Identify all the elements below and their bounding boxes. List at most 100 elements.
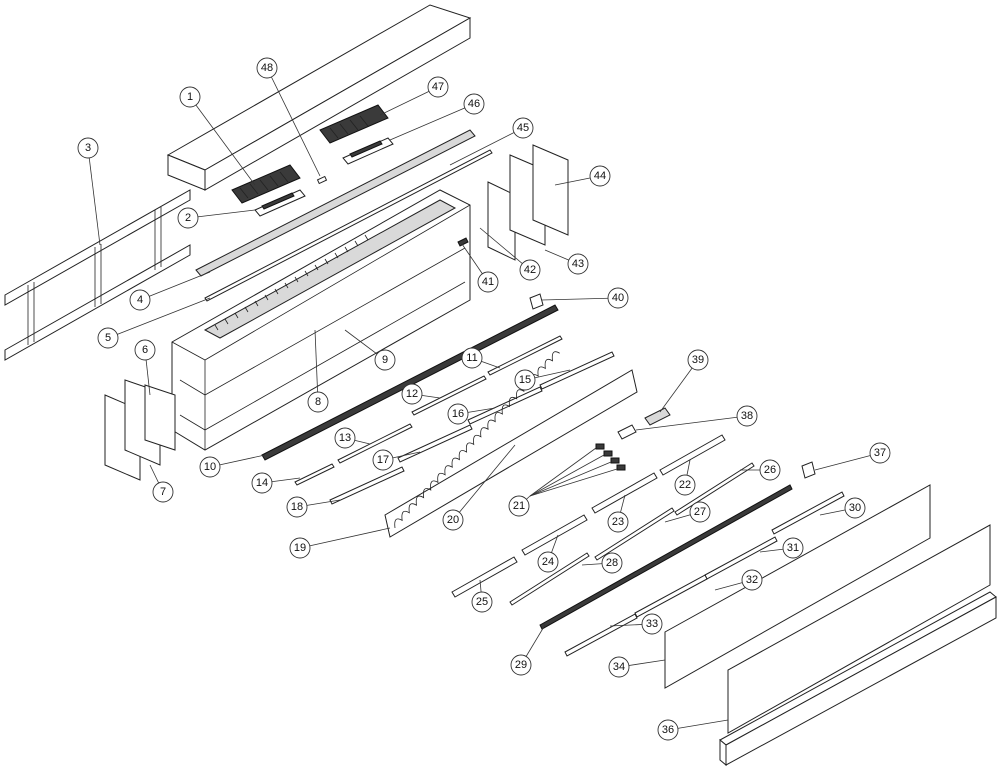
- callout-11: 11: [461, 347, 483, 369]
- callout-circle: [674, 474, 696, 496]
- callout-circle: [514, 369, 536, 391]
- fan-bracket-right: [342, 137, 394, 165]
- callout-circle: [608, 656, 630, 678]
- callout-circle: [589, 165, 611, 187]
- callout-circle: [607, 287, 629, 309]
- callout-17: 17: [372, 449, 394, 471]
- led-strip-22: [659, 434, 726, 476]
- callout-24: 24: [537, 551, 559, 573]
- callout-circle: [129, 289, 151, 311]
- callout-33: 33: [641, 613, 663, 635]
- callout-circle: [657, 719, 679, 741]
- fan-left: [231, 164, 301, 204]
- callout-number: 21: [513, 500, 525, 512]
- callout-21: 21: [508, 495, 530, 517]
- callout-number: 23: [612, 516, 624, 528]
- callout-number: 15: [519, 374, 531, 386]
- callout-number: 9: [382, 354, 388, 366]
- connector-set: [529, 443, 626, 497]
- callout-40: 40: [607, 287, 629, 309]
- clip-41: [457, 237, 469, 247]
- callout-number: 31: [787, 542, 799, 554]
- callout-4: 4: [129, 289, 151, 311]
- leader-line: [107, 297, 211, 339]
- callout-circle: [463, 93, 485, 115]
- callout-30: 30: [844, 497, 866, 519]
- callout-number: 6: [142, 344, 148, 356]
- leader-line: [814, 452, 881, 471]
- rail-bar-thin: [204, 149, 493, 302]
- leader-line: [187, 209, 256, 219]
- callout-circle: [844, 497, 866, 519]
- callout-26: 26: [759, 459, 781, 481]
- callout-number: 27: [694, 506, 706, 518]
- leader-line: [189, 96, 256, 186]
- callout-circle: [442, 509, 464, 531]
- callout-1: 1: [179, 86, 201, 108]
- callout-15: 15: [514, 369, 536, 391]
- led-rail-26: [674, 462, 755, 516]
- callout-number: 36: [662, 724, 674, 736]
- callout-number: 22: [679, 479, 691, 491]
- callout-circle: [537, 551, 559, 573]
- callout-10: 10: [199, 456, 221, 478]
- bracket-31: [704, 536, 778, 580]
- callout-41: 41: [477, 271, 499, 293]
- leader-line: [299, 527, 391, 549]
- callout-circle: [508, 495, 530, 517]
- callout-47: 47: [427, 76, 449, 98]
- callout-22: 22: [674, 474, 696, 496]
- callout-38: 38: [736, 405, 758, 427]
- led-rail-28: [509, 552, 590, 606]
- leader-line: [379, 86, 439, 116]
- callout-circle: [736, 405, 758, 427]
- side-frame-44: [532, 144, 569, 236]
- callout-circle: [782, 537, 804, 559]
- callout-number: 38: [741, 410, 753, 422]
- callout-2: 2: [177, 207, 199, 229]
- callout-number: 19: [294, 542, 306, 554]
- callout-number: 17: [377, 454, 389, 466]
- terminal-strip: [261, 304, 559, 461]
- side-frame: [4, 189, 191, 361]
- callout-circle: [286, 496, 308, 518]
- callout-number: 28: [606, 557, 618, 569]
- fan-bracket-left: [254, 189, 306, 217]
- callout-28: 28: [601, 552, 623, 574]
- callout-circle: [372, 449, 394, 471]
- callout-42: 42: [519, 259, 541, 281]
- callout-circle: [251, 472, 273, 494]
- callout-5: 5: [97, 327, 119, 349]
- rod-14: [294, 463, 335, 486]
- callout-circle: [77, 137, 99, 159]
- led-chain-29: [539, 484, 793, 630]
- callout-19: 19: [289, 537, 311, 559]
- end-plate-inner: [144, 384, 176, 451]
- callout-circle: [134, 339, 156, 361]
- callout-number: 42: [524, 264, 536, 276]
- led-rail-27: [594, 507, 675, 561]
- callout-number: 34: [613, 661, 625, 673]
- callout-number: 44: [594, 170, 606, 182]
- callout-circle: [307, 391, 329, 413]
- callout-number: 46: [468, 98, 480, 110]
- callout-20: 20: [442, 509, 464, 531]
- fan-right: [319, 104, 389, 144]
- control-module-38: [617, 424, 637, 440]
- callout-number: 14: [256, 477, 268, 489]
- callout-number: 39: [692, 354, 704, 366]
- callout-9: 9: [374, 349, 396, 371]
- callout-number: 30: [849, 502, 861, 514]
- callout-number: 29: [515, 659, 527, 671]
- callout-27: 27: [689, 501, 711, 523]
- main-chassis: [171, 189, 471, 451]
- callout-circle: [601, 552, 623, 574]
- rail-bar-upper: [195, 129, 476, 277]
- callout-number: 8: [315, 396, 321, 408]
- glass-panel-36: [727, 524, 991, 734]
- callout-number: 37: [874, 447, 886, 459]
- callout-43: 43: [567, 253, 589, 275]
- led-strip-25: [451, 556, 518, 598]
- callout-number: 26: [764, 464, 776, 476]
- leader-line: [635, 415, 748, 431]
